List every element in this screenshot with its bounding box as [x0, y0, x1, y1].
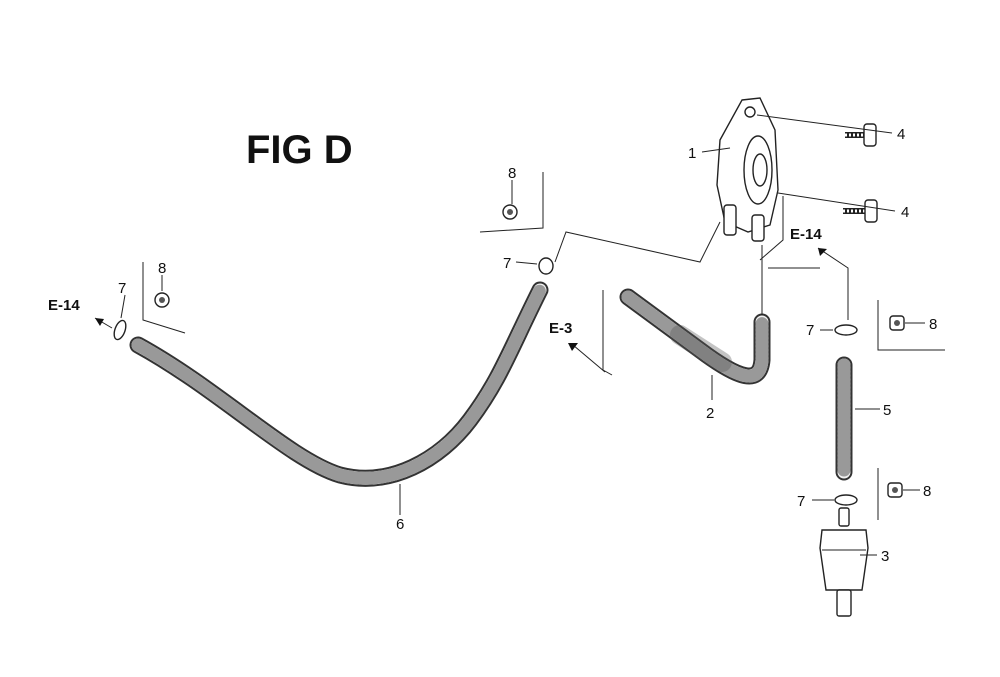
- ref-right[interactable]: E-14: [790, 226, 822, 243]
- ref-mid[interactable]: E-3: [549, 320, 572, 337]
- clip-right-upper[interactable]: [834, 324, 858, 336]
- clip-upper[interactable]: [538, 257, 554, 275]
- callout-8-right-upper: 8: [929, 316, 937, 333]
- callout-7-left: 7: [118, 280, 126, 297]
- nut-upper[interactable]: [502, 204, 518, 220]
- callout-7-right-lower: 7: [797, 493, 805, 510]
- clip-left[interactable]: [112, 319, 128, 341]
- callout-7-upper: 7: [503, 255, 511, 272]
- callout-5: 5: [883, 402, 891, 419]
- callout-8-upper: 8: [508, 165, 516, 182]
- fuel-hose-upper[interactable]: [619, 288, 771, 385]
- callout-7-right-upper: 7: [806, 322, 814, 339]
- screw-mid[interactable]: [843, 199, 878, 223]
- callout-1: 1: [688, 145, 696, 162]
- figure-title: FIG D: [246, 128, 353, 172]
- nut-right-upper[interactable]: [889, 315, 905, 331]
- callout-8-left: 8: [158, 260, 166, 277]
- nut-left[interactable]: [154, 292, 170, 308]
- clip-right-lower[interactable]: [834, 494, 858, 506]
- callout-8-right-lower: 8: [923, 483, 931, 500]
- ref-left[interactable]: E-14: [48, 297, 80, 314]
- callout-4-top: 4: [897, 126, 905, 143]
- callout-4-mid: 4: [901, 204, 909, 221]
- callout-6: 6: [396, 516, 404, 533]
- fuel-pump[interactable]: [716, 97, 779, 242]
- fuel-hose-long[interactable]: [129, 281, 549, 487]
- fuel-filter[interactable]: [819, 507, 869, 617]
- callout-2: 2: [706, 405, 714, 422]
- callout-3: 3: [881, 548, 889, 565]
- nut-right-lower[interactable]: [887, 482, 903, 498]
